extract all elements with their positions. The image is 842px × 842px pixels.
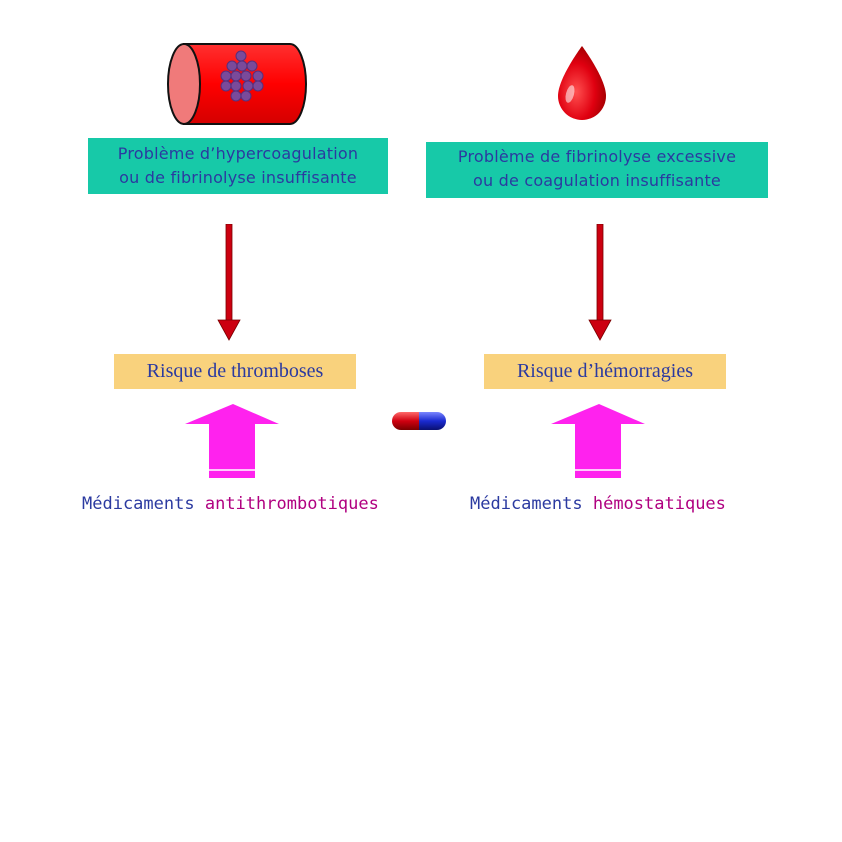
medication-right-prefix: Médicaments (470, 494, 583, 514)
risk-box-right: Risque d’hémorragies (484, 354, 726, 389)
medication-left-name: antithrombotiques (204, 494, 379, 514)
problem-box-left: Problème d’hypercoagulation ou de fibrin… (88, 138, 388, 194)
medication-left-prefix: Médicaments (82, 494, 195, 514)
medication-right-name: hémostatiques (592, 494, 726, 514)
blood-drop-icon (558, 46, 606, 120)
problem-right-line2: ou de coagulation insuffisante (473, 171, 721, 190)
medication-label-left: Médicaments antithrombotiques (82, 494, 379, 514)
down-arrow-left (217, 224, 241, 341)
up-arrow-right (551, 404, 645, 478)
problem-box-right: Problème de fibrinolyse excessive ou de … (426, 142, 768, 198)
medication-label-right: Médicaments hémostatiques (470, 494, 726, 514)
capsule-icon (392, 412, 446, 430)
blood-vessel-clot-icon (167, 43, 307, 125)
problem-left-line1: Problème d’hypercoagulation (117, 144, 359, 163)
problem-right-line1: Problème de fibrinolyse excessive (457, 147, 737, 166)
down-arrow-right (588, 224, 612, 341)
up-arrow-left (185, 404, 279, 478)
risk-box-left: Risque de thromboses (114, 354, 356, 389)
problem-left-line2: ou de fibrinolyse insuffisante (119, 168, 357, 187)
